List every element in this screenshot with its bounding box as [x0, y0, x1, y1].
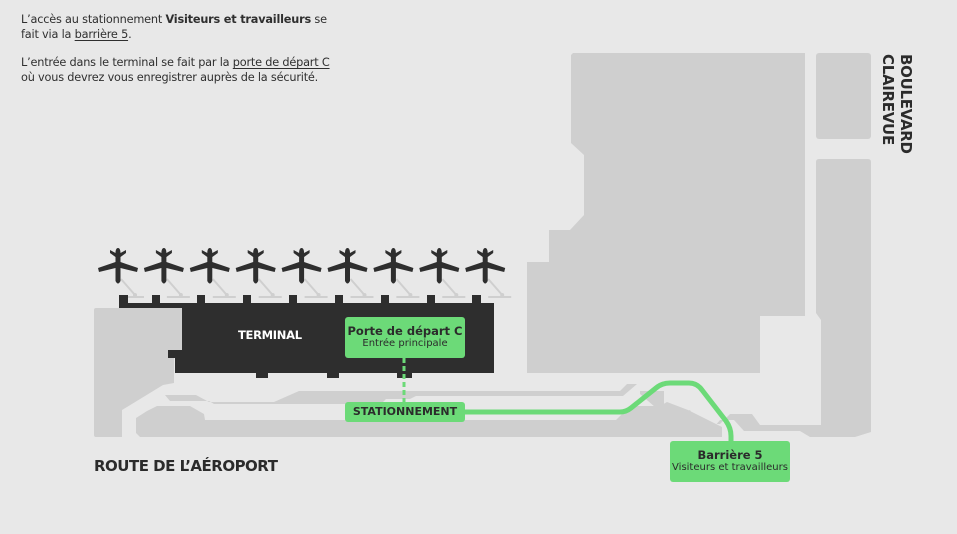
jet-bridge	[487, 278, 512, 298]
airplane-icon	[143, 248, 184, 284]
parking-title: STATIONNEMENT	[352, 405, 458, 418]
jet-bridge	[120, 278, 144, 298]
terminal-label: TERMINAL	[238, 328, 302, 342]
gate-c-subtitle: Entrée principale	[362, 338, 448, 349]
road-label-route-aeroport: ROUTE DE L’AÉROPORT	[94, 457, 278, 475]
jet-bridge-joint	[133, 293, 137, 297]
airplane-icon	[373, 248, 414, 284]
intro-text-5: où vous devrez vous enregistrer auprès d…	[21, 70, 319, 84]
jet-bridge-joint	[362, 293, 367, 297]
airplane-icon	[189, 248, 230, 284]
visitors-workers-bold: Visiteurs et travailleurs	[165, 13, 311, 26]
jet-bridge-joint	[454, 293, 459, 297]
building-west-block	[94, 308, 182, 437]
gate-c-title: Porte de départ C	[347, 324, 463, 338]
intro-paragraph-parking: L’accès au stationnement Visiteurs et tr…	[21, 13, 341, 42]
airplane-icon	[327, 248, 368, 284]
jet-bridge-joint	[178, 293, 183, 297]
jet-bridge-joint	[270, 293, 275, 297]
jet-bridge-joint	[500, 293, 505, 297]
airplane-icon	[465, 248, 506, 284]
barrier-5-title: Barrière 5	[697, 448, 763, 462]
departure-gate-c-link[interactable]: porte de départ C	[232, 56, 330, 69]
aircraft-group	[98, 248, 506, 284]
intro-text-2: se fait via la	[21, 13, 327, 41]
jet-bridge	[212, 278, 236, 298]
building-block-north	[816, 53, 871, 139]
road-upper	[165, 384, 637, 404]
barrier-5-subtitle: Visiteurs et travailleurs	[672, 462, 788, 473]
intro-text-1: L’accès au stationnement	[21, 13, 166, 26]
driving-route	[457, 380, 734, 444]
airplane-icon	[419, 248, 460, 284]
road-label-boulevard-clairevue: BOULEVARD CLAIREVUE	[879, 54, 915, 154]
jet-bridge	[395, 278, 420, 298]
jet-bridge	[166, 278, 190, 298]
airplane-icon	[98, 248, 138, 284]
intro-text-4: L’entrée dans le terminal se fait par la	[21, 56, 233, 69]
jet-bridge-joint	[316, 293, 321, 297]
intro-paragraph-entrance: L’entrée dans le terminal se fait par la…	[21, 56, 341, 85]
gate-c-marker[interactable]: Porte de départ C Entrée principale	[345, 317, 465, 358]
jet-bridge	[349, 278, 374, 298]
jet-bridge-joint	[224, 293, 229, 297]
building-parking-structure	[527, 53, 805, 373]
airplane-icon	[235, 248, 276, 284]
jet-bridge	[303, 278, 328, 298]
barrier-5-link[interactable]: barrière 5	[74, 27, 129, 41]
jet-bridge	[257, 278, 282, 298]
intro-text: L’accès au stationnement Visiteurs et tr…	[21, 13, 341, 99]
jet-bridges	[120, 278, 512, 298]
intro-text-3: .	[128, 27, 132, 41]
road-main	[136, 402, 722, 437]
jet-bridge	[441, 278, 466, 298]
parking-marker[interactable]: STATIONNEMENT	[345, 402, 465, 422]
jet-bridge-joint	[408, 293, 413, 297]
airplane-icon	[281, 248, 322, 284]
barrier-5-marker[interactable]: Barrière 5 Visiteurs et travailleurs	[670, 441, 790, 482]
